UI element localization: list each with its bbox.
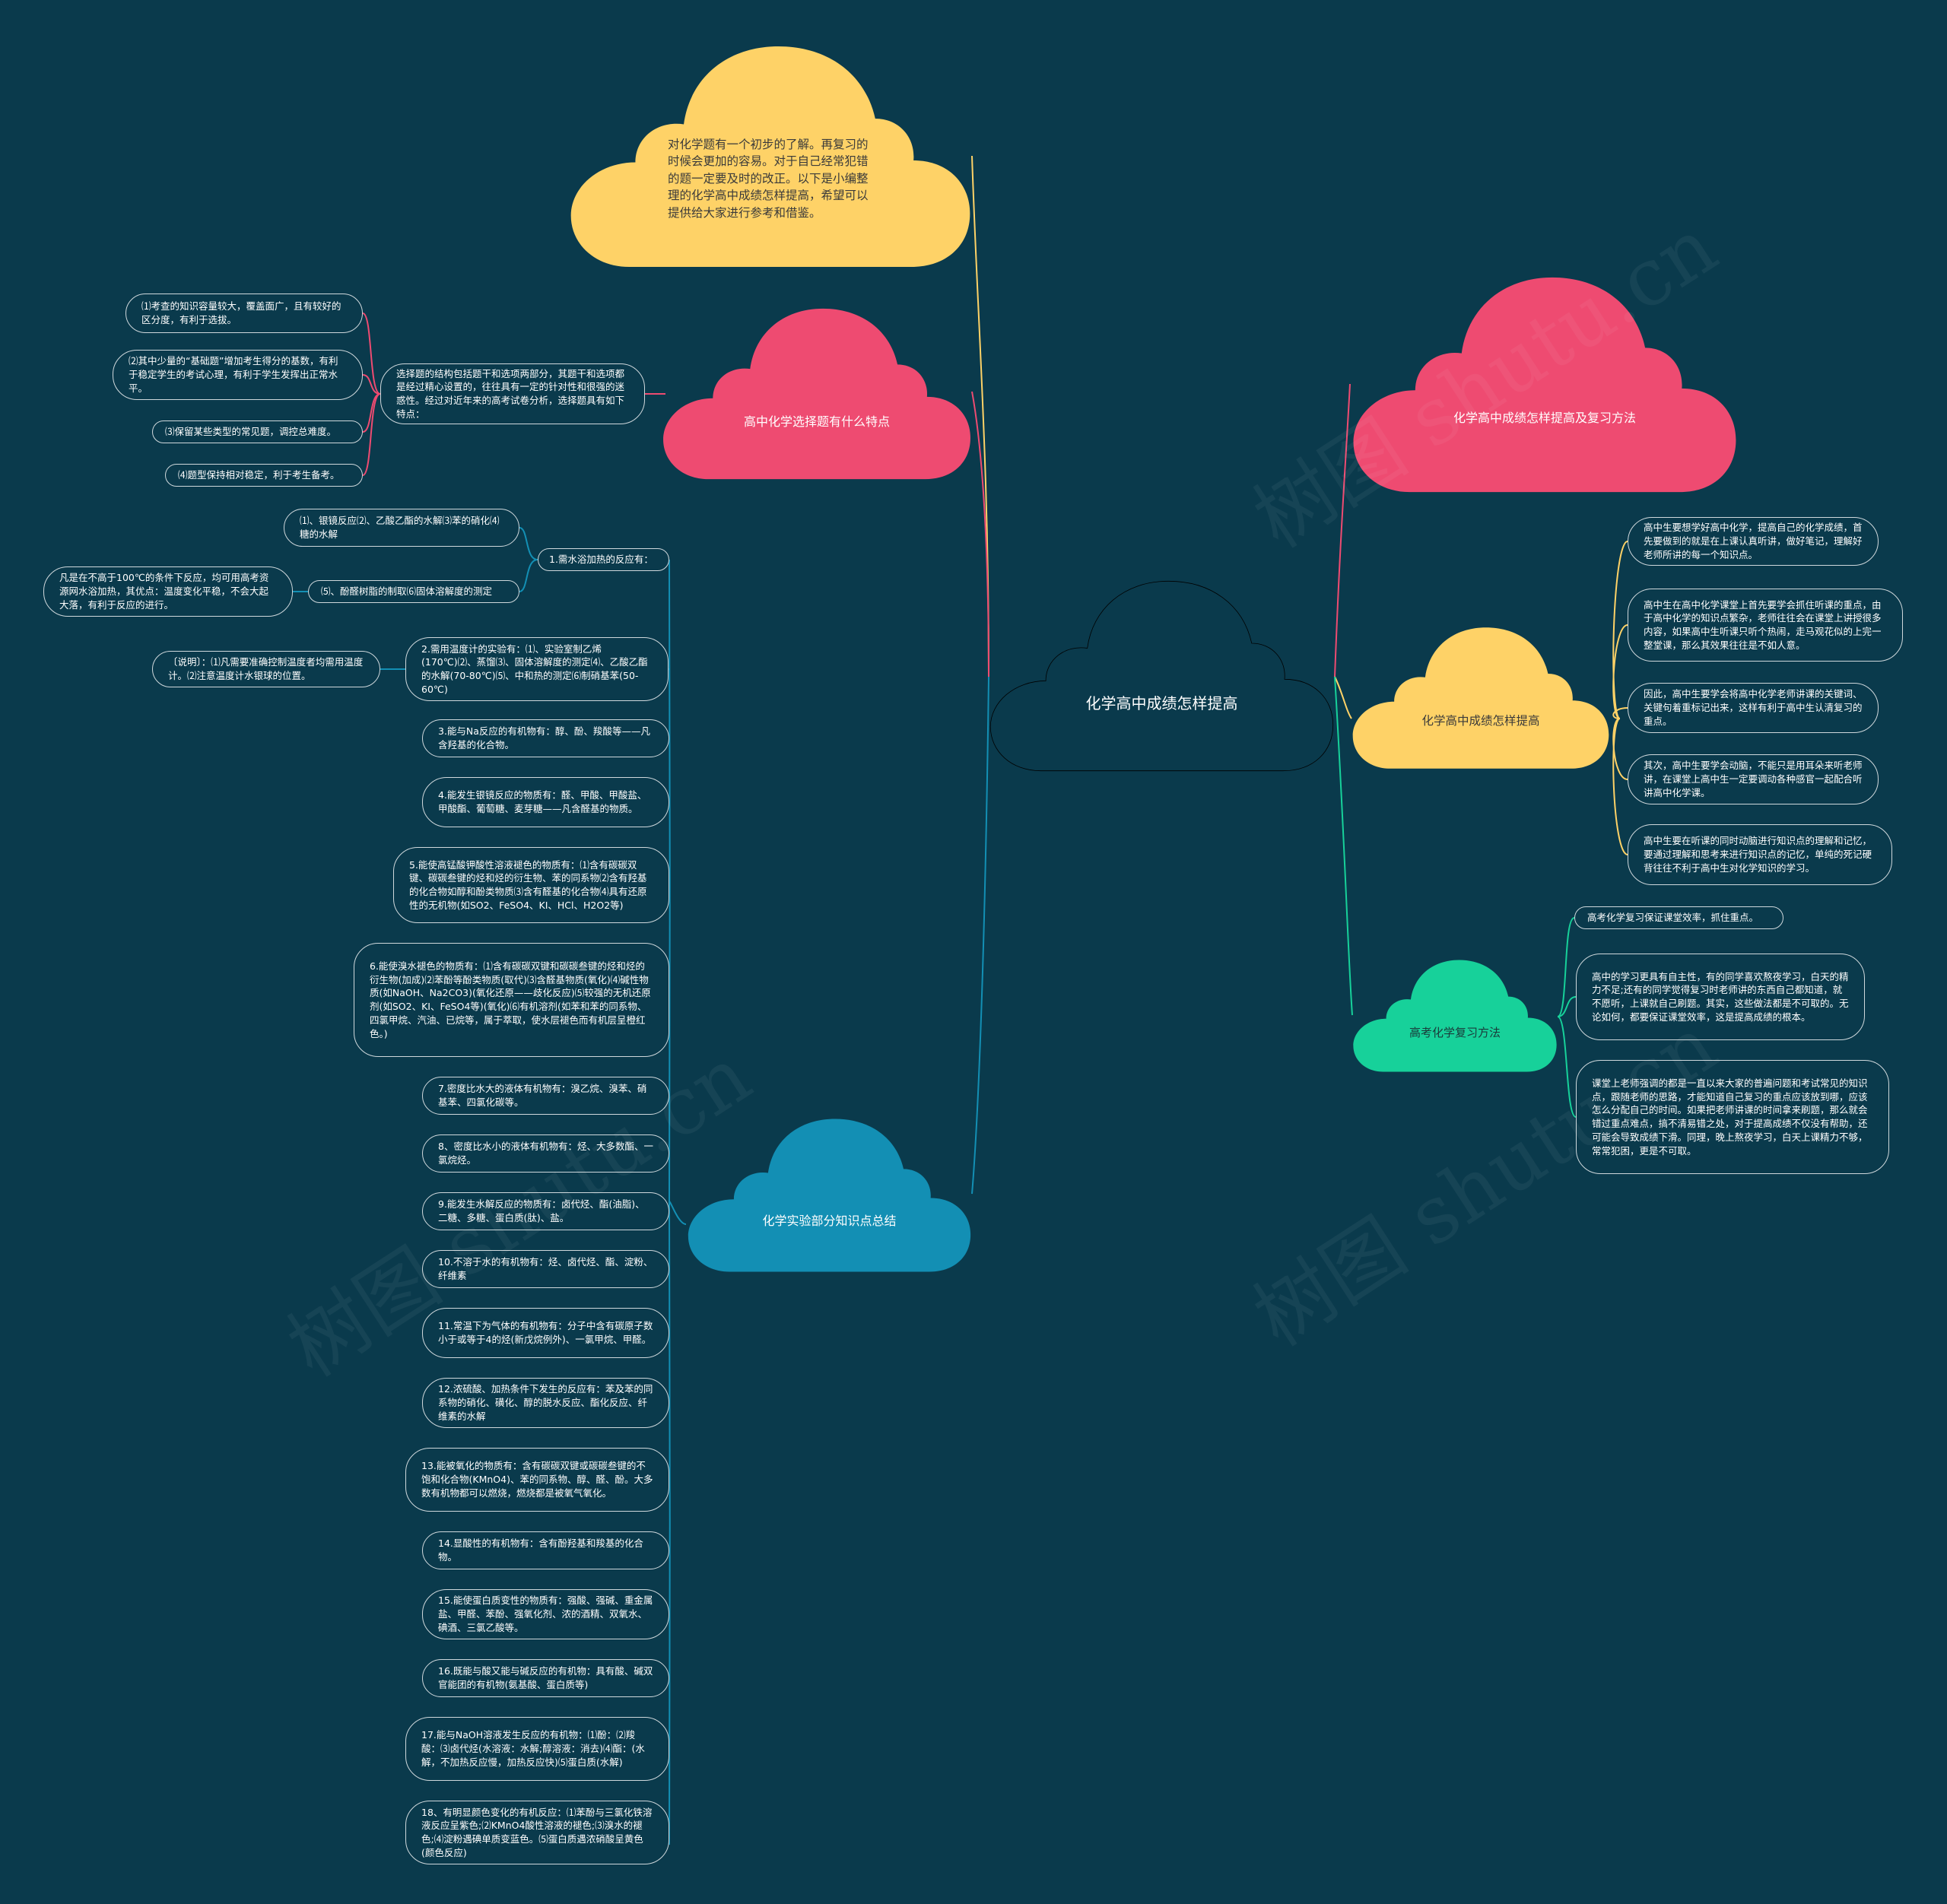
link-root-review — [1334, 676, 1353, 1016]
experiment-water-bath[interactable]: 1.需水浴加热的反应有： — [538, 548, 669, 571]
experiment-label: 化学实验部分知识点总结 — [762, 1214, 897, 1229]
experiment-item[interactable]: 12.浓硫酸、加热条件下发生的反应有：苯及苯的同系物的硝化、磺化、醇的脱水反应、… — [422, 1378, 669, 1428]
experiment-item[interactable]: 7.密度比水大的液体有机物有：溴乙烷、溴苯、硝基苯、四氯化碳等。 — [422, 1077, 669, 1115]
review-item[interactable]: 课堂上老师强调的都是一直以来大家的普遍问题和考试常见的知识点，跟随老师的思路，才… — [1576, 1060, 1889, 1174]
experiment-item[interactable]: 17.能与NaOH溶液发生反应的有机物：⑴酚：⑵羧酸：⑶卤代烃(水溶液：水解;醇… — [405, 1717, 669, 1781]
water-bath-item[interactable]: ⑴、银镜反应⑵、乙酸乙酯的水解⑶苯的硝化⑷糖的水解 — [284, 509, 519, 547]
root-node[interactable]: 化学高中成绩怎样提高 — [989, 578, 1335, 774]
cloud-shape — [663, 308, 970, 480]
cloud-shape — [1353, 960, 1557, 1072]
improve-item[interactable]: 高中生要想学好高中化学，提高自己的化学成绩，首先要做到的就是在上课认真听讲，做好… — [1628, 517, 1879, 566]
cloud-shape — [989, 578, 1335, 774]
right-title-label: 化学高中成绩怎样提高及复习方法 — [1453, 411, 1636, 426]
water-bath-note[interactable]: 凡是在不高于100℃的条件下反应，均可用高考资源网水浴加热，其优点：温度变化平稳… — [43, 566, 293, 617]
link-root-experiment — [971, 676, 989, 1195]
improve-node[interactable]: 化学高中成绩怎样提高 — [1351, 625, 1610, 771]
experiment-item[interactable]: 6.能使溴水褪色的物质有：⑴含有碳碳双键和碳碳叁键的烃和烃的衍生物(加成)⑵苯酚… — [354, 943, 669, 1057]
link-root-choice — [971, 391, 989, 678]
cloud-shape — [1352, 627, 1609, 769]
review-label: 高考化学复习方法 — [1409, 1026, 1501, 1040]
intro-node[interactable]: 对化学题有一个初步的了解。再复习的时候会更加的容易。对于自己经常犯错的题一定要及… — [569, 43, 972, 271]
experiment-item[interactable]: 15.能使蛋白质变性的物质有：强酸、强碱、重金属盐、甲醛、苯酚、强氧化剂、浓的酒… — [422, 1589, 669, 1639]
improve-item[interactable]: 高中生在高中化学课堂上首先要学会抓住听课的重点，由于高中化学的知识点繁杂，老师往… — [1628, 589, 1903, 662]
right-title-node[interactable]: 化学高中成绩怎样提高及复习方法 — [1351, 274, 1738, 496]
experiment-item[interactable]: 5.能使高锰酸钾酸性溶液褪色的物质有：⑴含有碳碳双键、碳碳叁键的烃和烃的衍生物、… — [393, 847, 669, 923]
cloud-shape — [688, 1119, 971, 1272]
link-root-right-title — [1334, 383, 1351, 678]
review-node[interactable]: 高考化学复习方法 — [1352, 958, 1558, 1074]
improve-item[interactable]: 高中生要在听课的同时动脑进行知识点的理解和记忆，要通过理解和思考来进行知识点的记… — [1628, 824, 1892, 885]
review-item[interactable]: 高中的学习更具有自主性，有的同学喜欢熬夜学习，白天的精力不足;还有的同学觉得复习… — [1576, 954, 1865, 1040]
root-label: 化学高中成绩怎样提高 — [1085, 693, 1238, 712]
improve-label: 化学高中成绩怎样提高 — [1421, 713, 1540, 728]
water-bath-item[interactable]: ⑸、酚醛树脂的制取⑹固体溶解度的测定 — [308, 580, 519, 603]
choice-item[interactable]: ⑷题型保持相对稳定，利于考生备考。 — [165, 464, 363, 487]
intro-text: 对化学题有一个初步的了解。再复习的时候会更加的容易。对于自己经常犯错的题一定要及… — [668, 137, 869, 220]
experiment-item[interactable]: 10.不溶于水的有机物有：烃、卤代烃、酯、淀粉、纤维素 — [422, 1250, 669, 1288]
experiment-item[interactable]: 9.能发生水解反应的物质有：卤代烃、酯(油脂)、二糖、多糖、蛋白质(肽)、盐。 — [422, 1192, 669, 1230]
link-root-improve — [1334, 676, 1352, 719]
cloud-shape — [1353, 277, 1736, 493]
review-item[interactable]: 高考化学复习保证课堂效率，抓住重点。 — [1574, 906, 1783, 929]
experiment-thermometer[interactable]: 2.需用温度计的实验有：⑴、实验室制乙烯(170℃)⑵、蒸馏⑶、固体溶解度的测定… — [405, 637, 669, 701]
experiment-item[interactable]: 3.能与Na反应的有机物有：醇、酚、羧酸等——凡含羟基的化合物。 — [422, 719, 669, 757]
thermometer-note[interactable]: 〔说明〕：⑴凡需要准确控制温度者均需用温度计。⑵注意温度计水银球的位置。 — [152, 651, 380, 687]
improve-item[interactable]: 其次，高中生要学会动脑，不能只是用耳朵来听老师讲，在课堂上高中生一定要调动各种感… — [1628, 754, 1879, 804]
choice-item[interactable]: ⑴考查的知识容量较大，覆盖面广，且有较好的区分度，有利于选拔。 — [125, 294, 363, 333]
experiment-item[interactable]: 4.能发生银镜反应的物质有：醛、甲酸、甲酸盐、甲酸酯、葡萄糖、麦芽糖——凡含醛基… — [422, 777, 669, 827]
experiment-item[interactable]: 8、密度比水小的液体有机物有：烃、大多数酯、一氯烷烃。 — [422, 1134, 669, 1173]
cloud-shape — [570, 46, 970, 267]
experiment-item[interactable]: 18、有明显颜色变化的有机反应：⑴苯酚与三氯化铁溶液反应呈紫色;⑵KMnO4酸性… — [405, 1801, 669, 1864]
link-root-intro — [971, 155, 989, 678]
experiment-item[interactable]: 16.既能与酸又能与碱反应的有机物：具有酸、碱双官能团的有机物(氨基酸、蛋白质等… — [422, 1659, 669, 1697]
experiment-item[interactable]: 14.显酸性的有机物有：含有酚羟基和羧基的化合物。 — [422, 1531, 669, 1569]
choice-item[interactable]: ⑵其中少量的“基础题”增加考生得分的基数，有利于稳定学生的考试心理，有利于学生发… — [113, 350, 363, 400]
improve-item[interactable]: 因此，高中生要学会将高中化学老师讲课的关键词、关键句着重标记出来，这样有利于高中… — [1628, 683, 1879, 733]
choice-item[interactable]: ⑶保留某些类型的常见题，调控总难度。 — [152, 420, 363, 443]
choice-node[interactable]: 高中化学选择题有什么特点 — [662, 306, 972, 482]
experiment-item[interactable]: 13.能被氧化的物质有：含有碳碳双键或碳碳叁键的不饱和化合物(KMnO4)、苯的… — [405, 1448, 669, 1512]
experiment-item[interactable]: 11.常温下为气体的有机物有：分子中含有碳原子数小于或等于4的烃(新戊烷例外)、… — [422, 1308, 669, 1358]
choice-description[interactable]: 选择题的结构包括题干和选项两部分，其题干和选项都是经过精心设置的，往往具有一定的… — [380, 363, 645, 424]
choice-label: 高中化学选择题有什么特点 — [743, 414, 890, 430]
experiment-node[interactable]: 化学实验部分知识点总结 — [687, 1116, 972, 1274]
